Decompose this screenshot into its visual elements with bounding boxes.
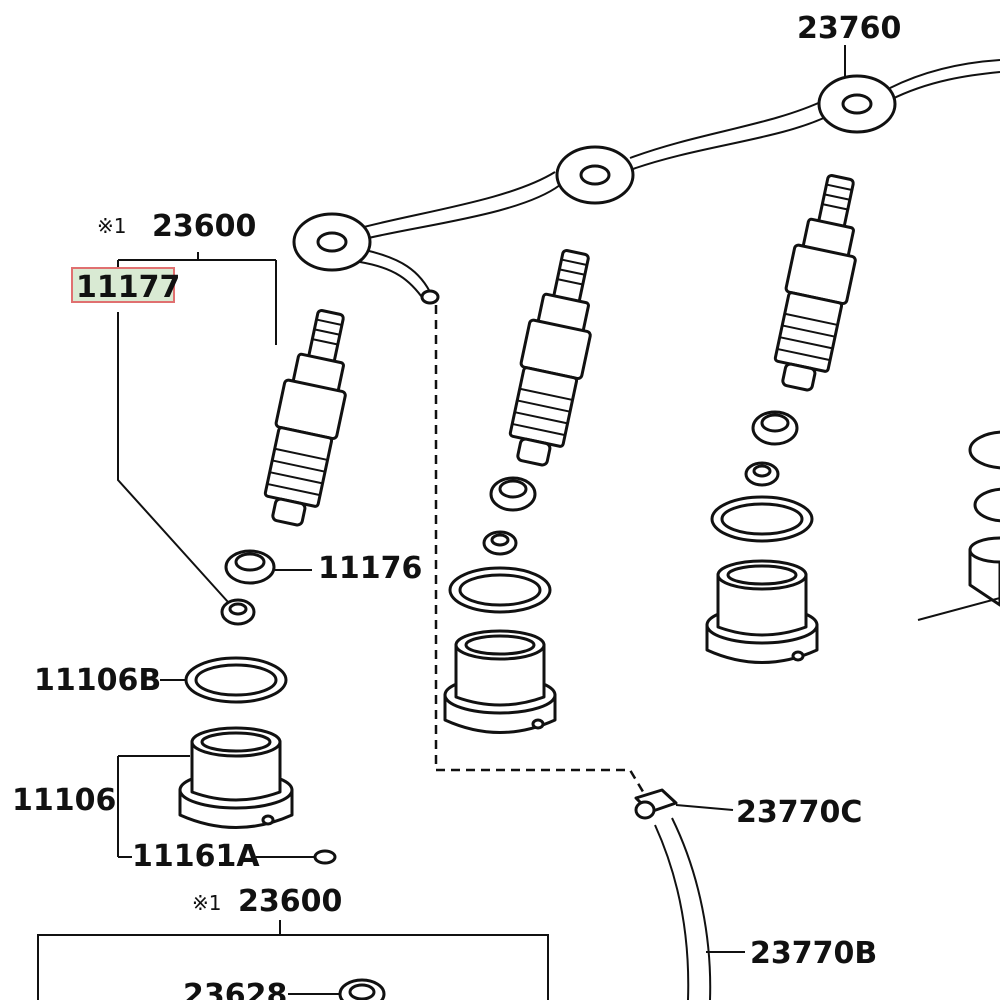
- nozzle-seat-3: [705, 559, 819, 664]
- gasket-3: [710, 495, 814, 543]
- label-11176[interactable]: 11176: [318, 551, 422, 586]
- label-23628[interactable]: 23628: [183, 978, 287, 1000]
- hose-clamp: [634, 788, 678, 820]
- label-23600-top[interactable]: 23600: [152, 209, 256, 244]
- label-11177[interactable]: 11177: [76, 270, 180, 305]
- mark-note-bottom: ※1: [192, 891, 221, 915]
- label-11106b[interactable]: 11106B: [34, 663, 161, 698]
- label-23600-bottom[interactable]: 23600: [238, 884, 342, 919]
- injector-nozzle-3: [773, 174, 857, 392]
- washer-2: [489, 476, 537, 512]
- partial-parts-4: [917, 430, 1000, 621]
- label-11106[interactable]: 11106: [12, 783, 116, 818]
- mark-note-top: ※1: [97, 214, 126, 238]
- sub-part-23628: [338, 978, 386, 1000]
- seal-ring-3: [744, 461, 780, 487]
- pin-11161a: [313, 849, 337, 865]
- gasket-1: [184, 656, 288, 704]
- label-23770c[interactable]: 23770C: [736, 795, 862, 830]
- fuel-return-pipe: [292, 59, 1000, 305]
- label-23770b[interactable]: 23770B: [750, 936, 877, 971]
- washer-1: [224, 549, 276, 585]
- return-hose-route: [434, 305, 647, 796]
- nozzle-seat-1: [178, 726, 294, 829]
- fuel-hose: [654, 817, 712, 1000]
- seal-ring-1: [220, 598, 256, 626]
- gasket-2: [448, 566, 552, 614]
- injector-nozzle-2: [508, 249, 592, 467]
- label-23760[interactable]: 23760: [797, 11, 901, 46]
- leader-lines: [37, 45, 846, 1000]
- selected-part-highlight: [71, 267, 175, 303]
- washer-3: [751, 410, 799, 446]
- label-11161a[interactable]: 11161A: [132, 839, 260, 874]
- injector-nozzle-1: [263, 309, 347, 527]
- seal-ring-2: [482, 530, 518, 556]
- nozzle-seat-2: [443, 629, 557, 734]
